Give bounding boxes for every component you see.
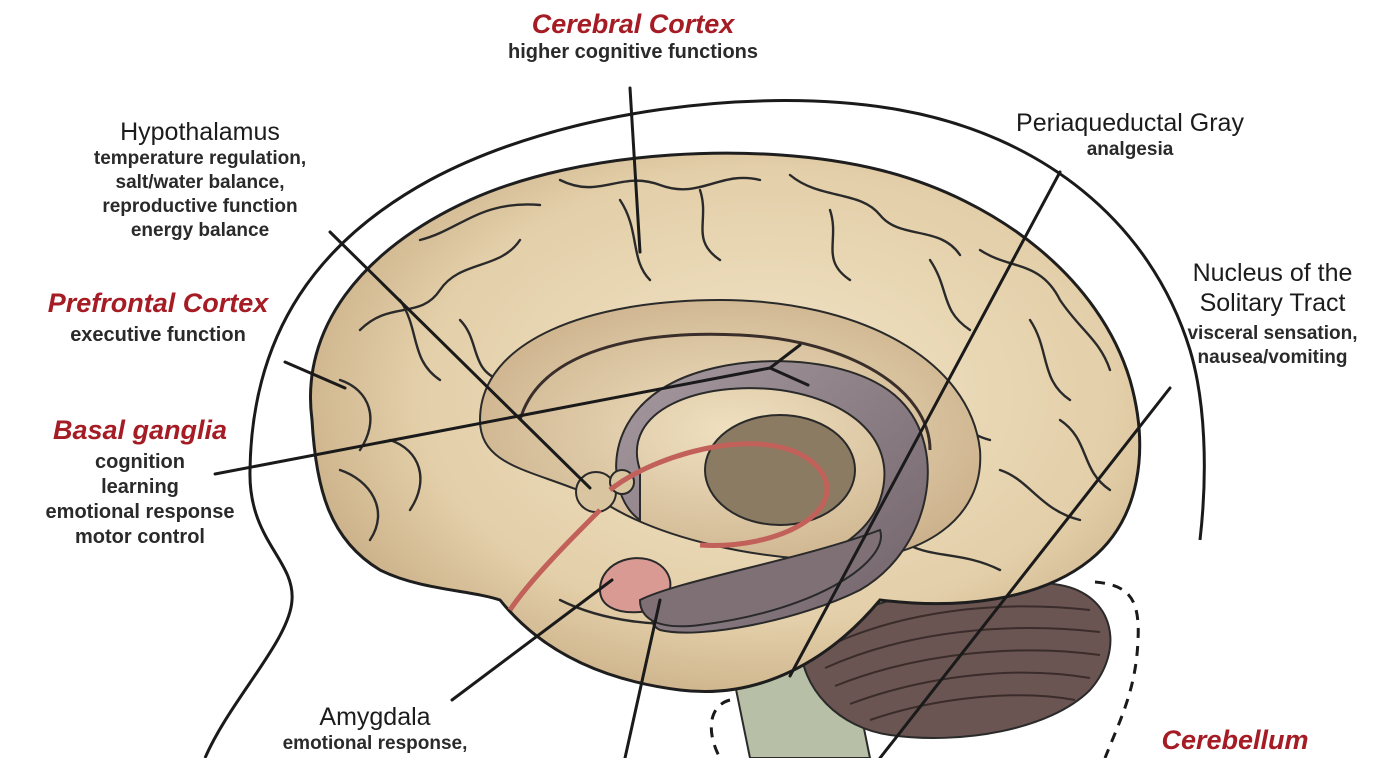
cerebellum-title: Cerebellum (1125, 724, 1345, 756)
hypothalamus-function: energy balance (55, 219, 345, 243)
thalamus (705, 415, 855, 525)
periaqueductal-gray-title: Periaqueductal Gray (960, 108, 1300, 138)
solitary-tract-title: Nucleus of the (1160, 258, 1385, 288)
label-cerebral-cortex: Cerebral Cortex higher cognitive functio… (478, 8, 788, 65)
solitary-tract-function: visceral sensation, (1160, 322, 1385, 346)
hypothalamus-function: temperature regulation, (55, 147, 345, 171)
prefrontal-cortex-title: Prefrontal Cortex (8, 287, 308, 319)
label-amygdala: Amygdala emotional response, (230, 702, 520, 756)
cerebral-cortex-function: higher cognitive functions (478, 40, 788, 65)
cerebral-cortex-title: Cerebral Cortex (478, 8, 788, 40)
basal-ganglia-function: emotional response (20, 500, 260, 525)
basal-ganglia-function: learning (20, 475, 260, 500)
label-periaqueductal-gray: Periaqueductal Gray analgesia (960, 108, 1300, 162)
basal-ganglia-function: cognition (20, 450, 260, 475)
label-cerebellum: Cerebellum (1125, 724, 1345, 756)
brainstem-dashed-outline (711, 700, 730, 758)
amygdala-function: emotional response, (230, 732, 520, 756)
label-basal-ganglia: Basal ganglia cognition learning emotion… (20, 414, 260, 550)
basal-ganglia-function: motor control (20, 525, 260, 550)
solitary-tract-function: nausea/vomiting (1160, 346, 1385, 370)
label-hypothalamus: Hypothalamus temperature regulation, sal… (55, 117, 345, 243)
hypothalamus-function: reproductive function (55, 195, 345, 219)
hypothalamus-title: Hypothalamus (55, 117, 345, 147)
hypothalamus-function: salt/water balance, (55, 171, 345, 195)
label-nucleus-solitary-tract: Nucleus of the Solitary Tract visceral s… (1160, 258, 1385, 370)
basal-ganglia-title: Basal ganglia (20, 414, 260, 446)
prefrontal-cortex-function: executive function (8, 323, 308, 348)
label-prefrontal-cortex: Prefrontal Cortex executive function (8, 287, 308, 348)
periaqueductal-gray-function: analgesia (960, 138, 1300, 162)
solitary-tract-title: Solitary Tract (1160, 288, 1385, 318)
amygdala-title: Amygdala (230, 702, 520, 732)
